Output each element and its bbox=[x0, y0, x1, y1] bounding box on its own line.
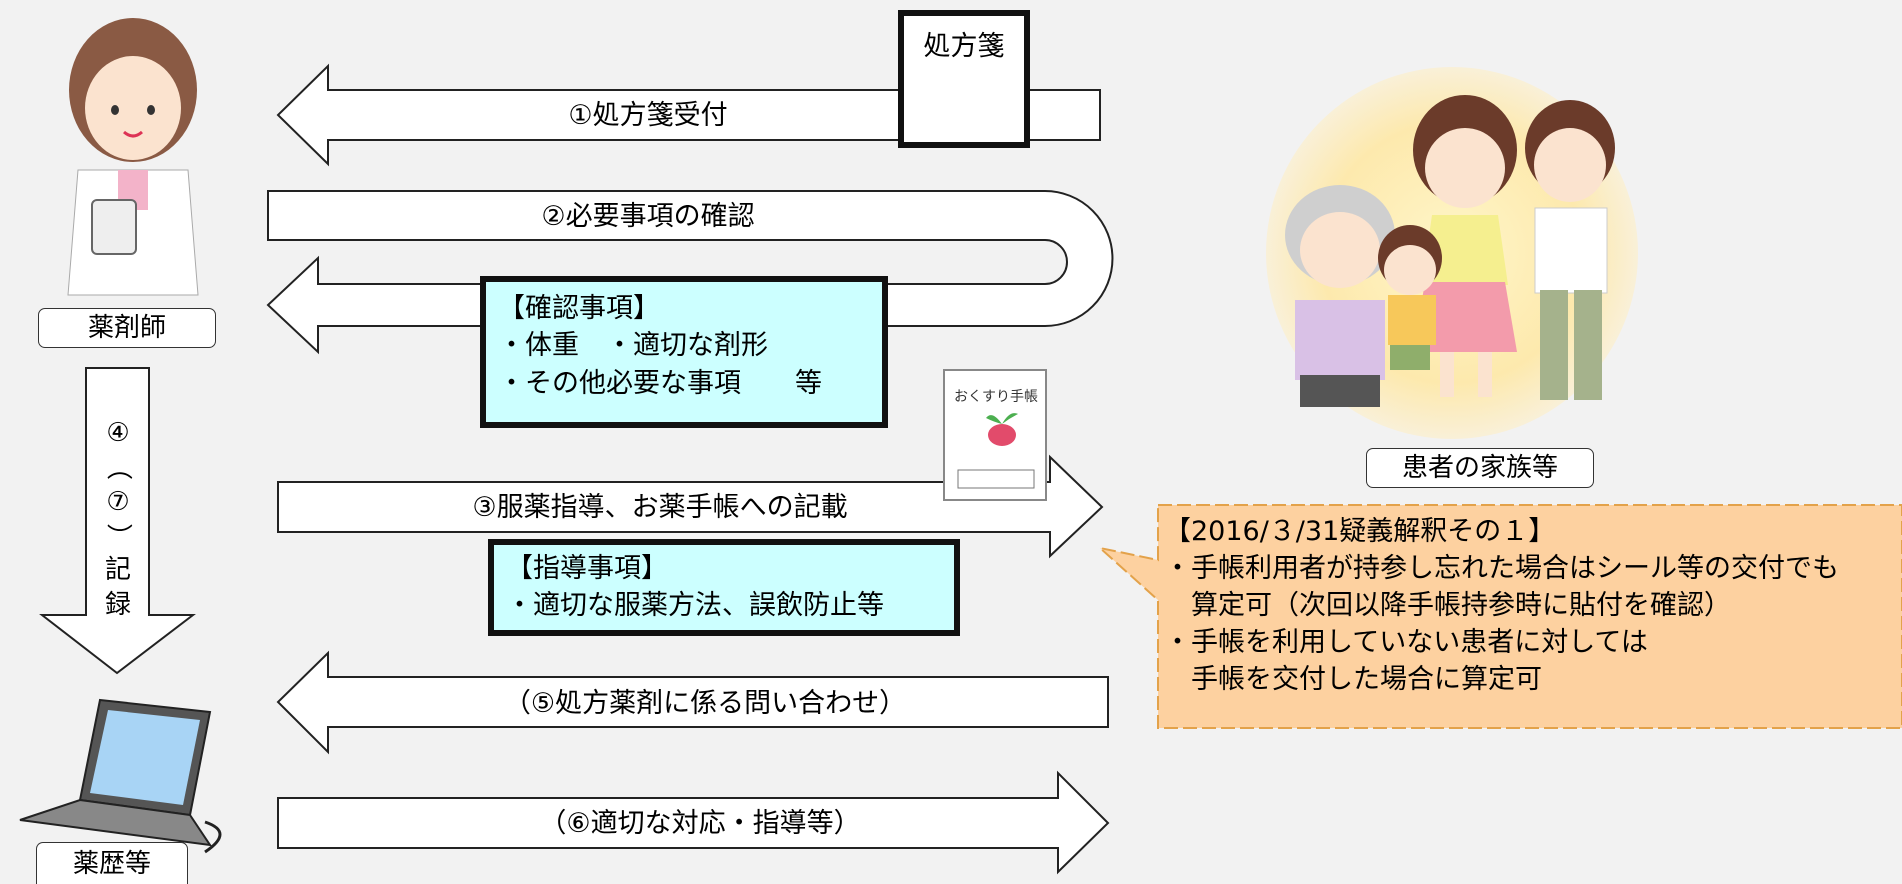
notebook-illustration bbox=[943, 369, 1047, 501]
step6-label: （⑥適切な対応・指導等） bbox=[539, 808, 861, 839]
step3-label: ③服薬指導、お薬手帳への記載 bbox=[472, 492, 848, 523]
note-line2: 算定可（次回以降手帳持参時に貼付を確認） bbox=[1164, 589, 1731, 621]
note-line3: ・手帳を利用していない患者に対しては bbox=[1164, 626, 1648, 658]
record-char-4: 記 bbox=[104, 555, 131, 586]
records-label: 薬歴等 bbox=[36, 842, 188, 884]
record-label: ④ （ ⑦ ） 記 録 bbox=[98, 416, 138, 622]
pharmacist-illustration bbox=[67, 18, 199, 296]
step2-label: ②必要事項の確認 bbox=[541, 201, 755, 232]
confirm-line1: ・体重 ・適切な剤形 bbox=[498, 330, 768, 362]
record-char-2: ⑦ bbox=[106, 486, 130, 517]
confirm-box: 【確認事項】 ・体重 ・適切な剤形 ・その他必要な事項 等 bbox=[480, 276, 888, 428]
note-title: 【2016/３/31疑義解釈その１】 bbox=[1164, 516, 1556, 547]
note-line1: ・手帳利用者が持参し忘れた場合はシール等の交付でも bbox=[1164, 552, 1839, 584]
guide-line1: ・適切な服薬方法、誤飲防止等 bbox=[506, 590, 884, 622]
arrow-step3 bbox=[277, 454, 1104, 559]
confirm-line2: ・その他必要な事項 等 bbox=[498, 367, 822, 399]
prescription-label: 処方箋 bbox=[923, 31, 1005, 62]
note-line4: 手帳を交付した場合に算定可 bbox=[1164, 663, 1542, 695]
arrow-record bbox=[39, 367, 196, 675]
step5-label: （⑤処方薬剤に係る問い合わせ） bbox=[503, 688, 907, 719]
note-bubble bbox=[1096, 504, 1902, 729]
arrow-step2 bbox=[266, 190, 1114, 355]
guide-title: 【指導事項】 bbox=[506, 553, 668, 584]
arrow-step5 bbox=[276, 650, 1109, 755]
arrow-step6 bbox=[277, 770, 1110, 875]
laptop-illustration bbox=[19, 698, 222, 854]
family-label: 患者の家族等 bbox=[1366, 448, 1594, 488]
record-char-5: 録 bbox=[104, 589, 131, 620]
pharmacist-label: 薬剤師 bbox=[38, 308, 216, 348]
record-char-0: ④ bbox=[106, 418, 130, 448]
note-text: 【2016/３/31疑義解釈その１】 ・手帳利用者が持参し忘れた場合はシール等の… bbox=[1164, 514, 1839, 699]
notebook-title: おくすり手帳 bbox=[954, 389, 1038, 405]
record-char-3: ） bbox=[103, 523, 134, 550]
family-illustration bbox=[1285, 95, 1615, 407]
record-char-1: （ bbox=[103, 454, 134, 481]
step1-label: ①処方箋受付 bbox=[568, 100, 728, 131]
guide-box: 【指導事項】 ・適切な服薬方法、誤飲防止等 bbox=[488, 539, 960, 636]
confirm-title: 【確認事項】 bbox=[498, 293, 660, 324]
prescription-sheet: 処方箋 bbox=[898, 10, 1030, 148]
